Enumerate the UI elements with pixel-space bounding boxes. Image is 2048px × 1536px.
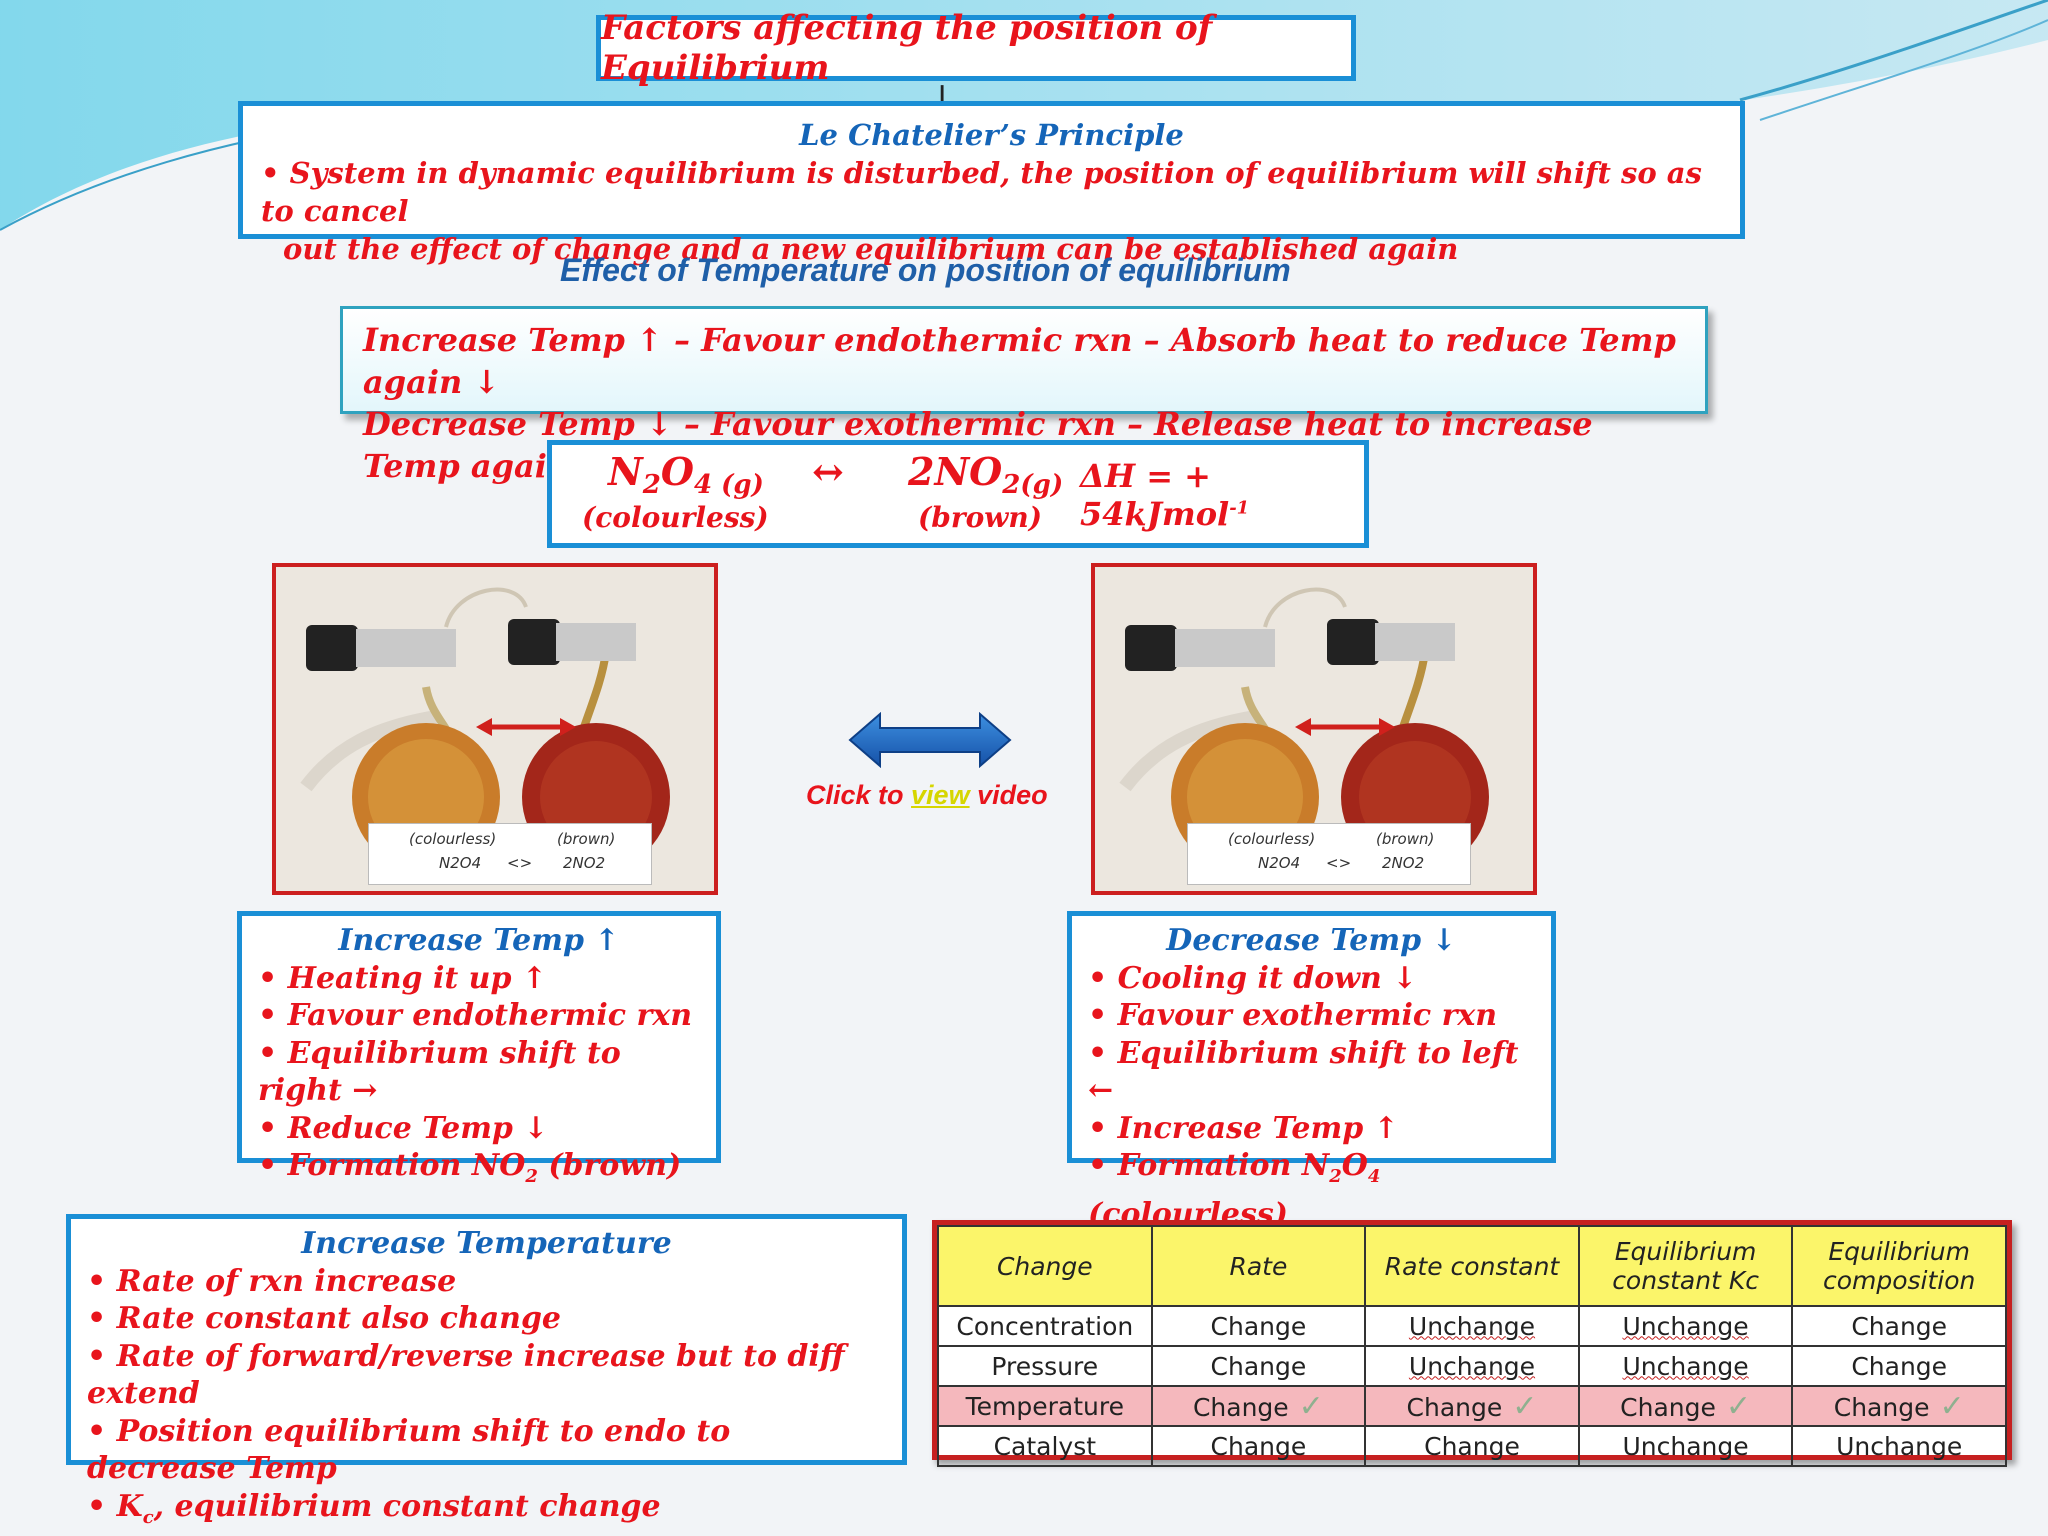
table-cell: Concentration	[937, 1305, 1153, 1347]
checkmark-icon: ✓	[1512, 1388, 1538, 1424]
temperature-rules-box: Increase Temp ↑ – Favour endothermic rxn…	[340, 306, 1708, 485]
list-item: • Equilibrium shift to right →	[258, 1035, 621, 1109]
list-item: • Favour exothermic rxn	[1088, 998, 1498, 1033]
label-colourless: (colourless)	[409, 830, 497, 848]
table-cell: Unchange	[1577, 1305, 1794, 1347]
list-item: • Rate of forward/reverse increase but t…	[87, 1338, 845, 1412]
list-item: • Equilibrium shift to left ←	[1088, 1035, 1519, 1109]
slide-title: Factors affecting the position of Equili…	[596, 8, 1356, 88]
label-brown: (brown)	[557, 830, 616, 848]
decrease-temp-heading: Decrease Temp ↓	[1166, 923, 1457, 958]
principle-line-1: • System in dynamic equilibrium is distu…	[261, 156, 1702, 228]
rule-increase: Increase Temp ↑ – Favour endothermic rxn…	[363, 321, 1676, 401]
table-cell: Unchange	[1791, 1425, 2007, 1467]
checkmark-icon: ✓	[1725, 1388, 1751, 1424]
header-equilibrium-constant: Equilibrium constant Kc	[1577, 1225, 1794, 1307]
equation-box: N2O4 (g) ↔ 2NO2(g) ΔH = + 54kJmol-1 (col…	[547, 440, 1369, 548]
table-cell: Change✓	[1150, 1385, 1367, 1427]
table-cell: Catalyst	[937, 1425, 1153, 1467]
decrease-temp-box: Decrease Temp ↓ • Cooling it down ↓ • Fa…	[1067, 911, 1556, 1232]
table-cell: Change✓	[1791, 1385, 2007, 1427]
table-cell: Pressure	[937, 1345, 1153, 1387]
label-2no2: 2NO2	[1382, 854, 1425, 872]
equation-reactant: N2O4 (g)	[608, 449, 764, 500]
label-arrow: <>	[507, 854, 533, 872]
double-arrow-icon	[848, 712, 1012, 768]
label-brown: (brown)	[1376, 830, 1435, 848]
view-link[interactable]: view	[911, 780, 970, 810]
table-cell: Unchange	[1364, 1305, 1580, 1347]
table-cell: Temperature	[937, 1385, 1153, 1427]
video-prefix: Click to	[806, 780, 912, 810]
header-rate: Rate	[1150, 1225, 1367, 1307]
label-n2o4: N2O4	[439, 854, 482, 872]
increase-temperature-summary-box: Increase Temperature • Rate of rxn incre…	[66, 1214, 907, 1528]
equilibrium-arrow-icon: ↔	[812, 449, 844, 494]
experiment-photo-left: (colourless) (brown) N2O4 <> 2NO2	[272, 563, 718, 895]
header-change: Change	[937, 1225, 1153, 1307]
checkmark-icon: ✓	[1298, 1388, 1324, 1424]
table-row-highlight: Temperature Change✓ Change✓ Change✓ Chan…	[937, 1385, 2007, 1427]
experiment-photo-right: (colourless) (brown) N2O4 <> 2NO2	[1091, 563, 1537, 895]
product-note: (brown)	[918, 501, 1042, 534]
list-item: • Rate constant also change	[87, 1301, 562, 1336]
header-rate-constant: Rate constant	[1364, 1225, 1580, 1307]
table-header-row: Change Rate Rate constant Equilibrium co…	[937, 1225, 2007, 1307]
list-item: • Cooling it down ↓	[1088, 960, 1418, 996]
table-cell: Unchange	[1577, 1345, 1794, 1387]
checkmark-icon: ✓	[1939, 1388, 1965, 1424]
list-item: • Rate of rxn increase	[87, 1263, 457, 1299]
list-item: • Position equilibrium shift to endo to …	[87, 1413, 731, 1487]
section-heading: Effect of Temperature on position of equ…	[560, 252, 1291, 288]
label-colourless: (colourless)	[1228, 830, 1316, 848]
header-equilibrium-composition: Equilibrium composition	[1791, 1225, 2007, 1307]
table-row: Pressure Change Unchange Unchange Change	[937, 1345, 2007, 1387]
rule-decrease: Decrease Temp ↓ – Favour exothermic rxn …	[363, 405, 1593, 485]
summary-heading: Increase Temperature	[301, 1226, 672, 1261]
increase-temp-box: Increase Temp ↑ • Heating it up ↑ • Favo…	[237, 911, 721, 1187]
video-suffix: video	[969, 780, 1048, 810]
table-row: Concentration Change Unchange Unchange C…	[937, 1305, 2007, 1347]
principle-heading: Le Chatelier’s Principle	[799, 118, 1184, 152]
view-video-link[interactable]: Click to view video	[806, 780, 1048, 811]
reactant-note: (colourless)	[582, 501, 769, 534]
principle-box: Le Chatelier’s Principle • System in dyn…	[238, 101, 1745, 266]
equation-product: 2NO2(g)	[908, 449, 1064, 500]
table-row: Catalyst Change Change Unchange Unchange	[937, 1425, 2007, 1467]
list-item: • Reduce Temp ↓	[258, 1110, 549, 1146]
list-item: • Kc, equilibrium constant change	[87, 1488, 661, 1528]
table-cell: Change	[1364, 1425, 1580, 1467]
table-cell: Change	[1150, 1345, 1367, 1387]
list-item: • Formation NO2 (brown)	[258, 1148, 682, 1187]
equation-enthalpy: ΔH = + 54kJmol-1	[1080, 457, 1250, 533]
label-n2o4: N2O4	[1258, 854, 1301, 872]
table-cell: Change	[1150, 1305, 1367, 1347]
increase-temp-heading: Increase Temp ↑	[338, 923, 620, 958]
table-cell: Change	[1791, 1345, 2007, 1387]
table-cell: Unchange	[1577, 1425, 1794, 1467]
table-cell: Change✓	[1577, 1385, 1794, 1427]
list-item: • Increase Temp ↑	[1088, 1110, 1399, 1146]
photo-label-card: (colourless) (brown) N2O4 <> 2NO2	[368, 823, 652, 885]
table-cell: Change	[1150, 1425, 1367, 1467]
photo-label-card: (colourless) (brown) N2O4 <> 2NO2	[1187, 823, 1471, 885]
factors-table-grid: Change Rate Rate constant Equilibrium co…	[937, 1225, 2007, 1467]
factors-table: Change Rate Rate constant Equilibrium co…	[932, 1220, 2012, 1467]
table-cell: Change✓	[1364, 1385, 1580, 1427]
list-item: • Heating it up ↑	[258, 960, 548, 996]
table-cell: Unchange	[1364, 1345, 1580, 1387]
list-item: • Favour endothermic rxn	[258, 998, 693, 1033]
label-arrow: <>	[1326, 854, 1352, 872]
principle-line-2: out the effect of change and a new equil…	[283, 232, 1459, 266]
table-cell: Change	[1791, 1305, 2007, 1347]
label-2no2: 2NO2	[563, 854, 606, 872]
